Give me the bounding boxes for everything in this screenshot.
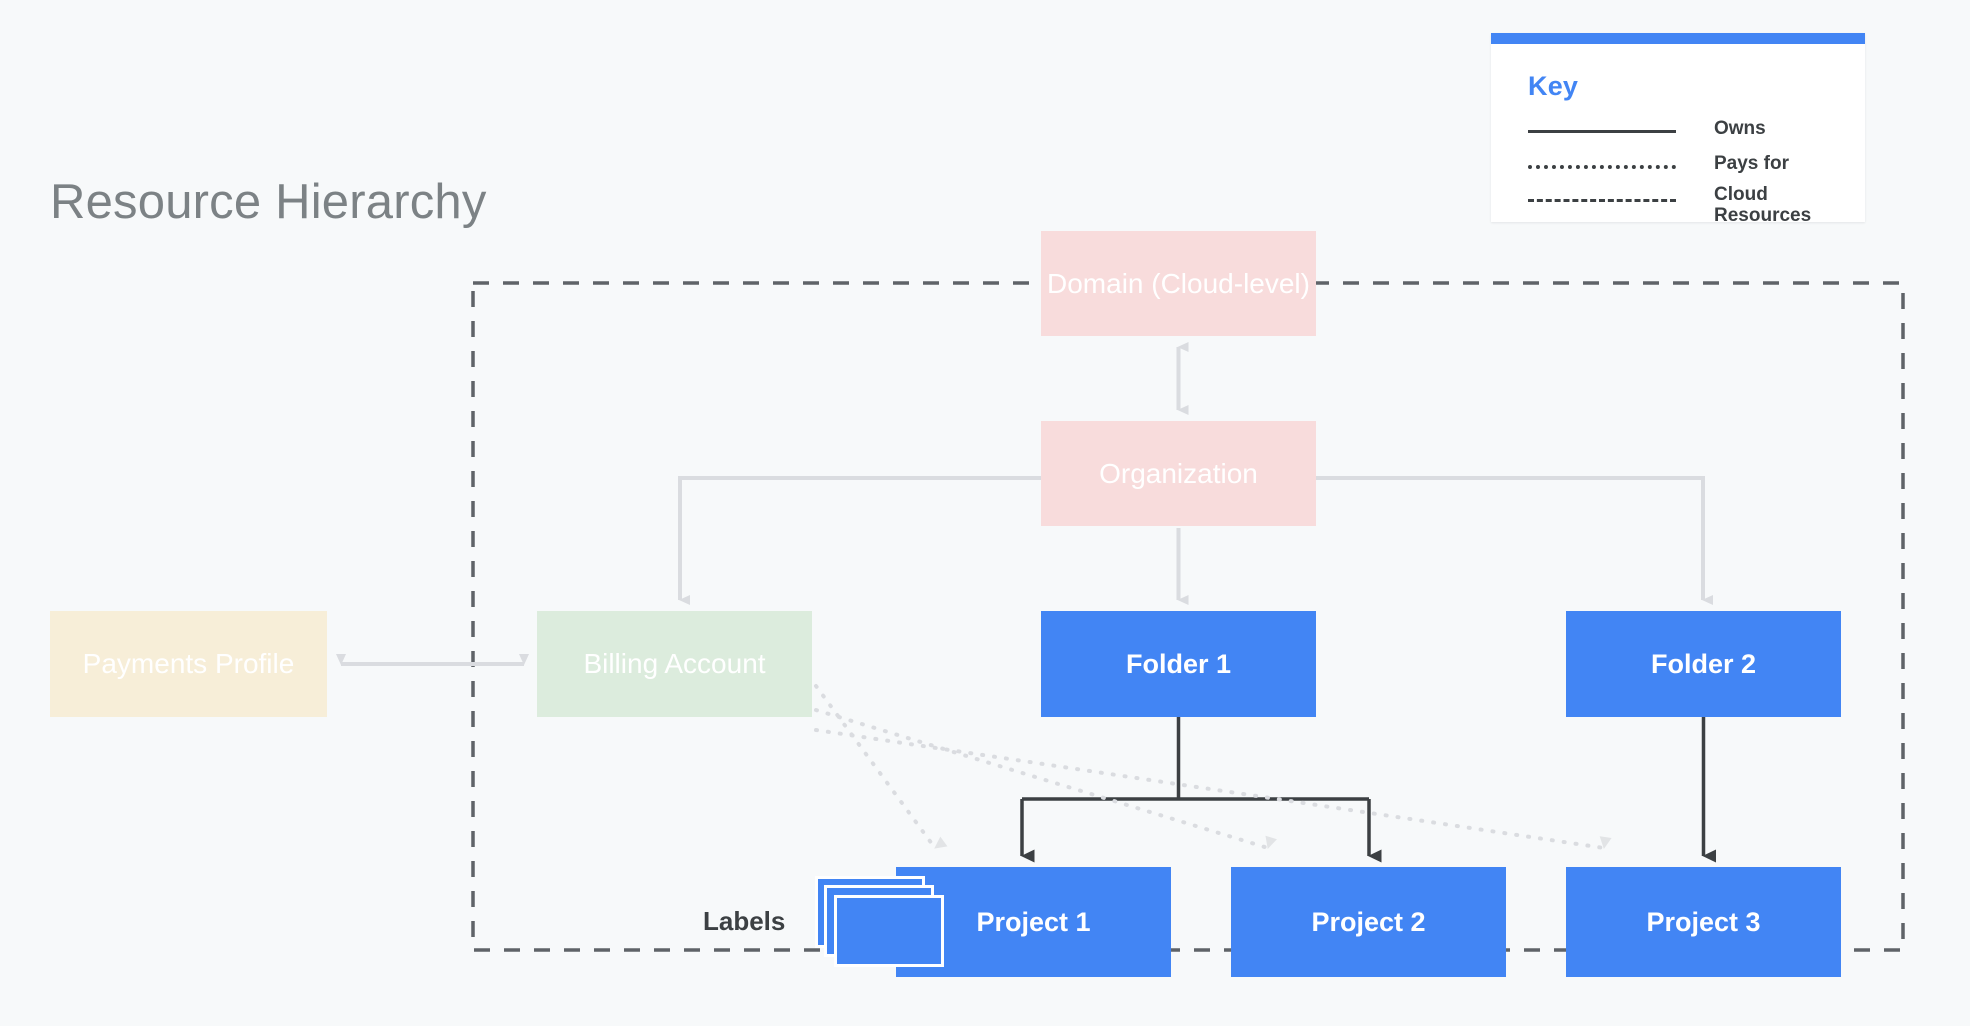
- edge-billing-project1: [814, 684, 948, 850]
- node-project-2[interactable]: Project 2: [1231, 867, 1506, 977]
- key-accent-bar: [1491, 33, 1865, 44]
- stacked-cards-icon: [815, 876, 950, 976]
- edge-organization-folder2: [1316, 476, 1713, 605]
- edge-billing-project2: [814, 708, 1277, 850]
- node-folder-2[interactable]: Folder 2: [1566, 611, 1841, 717]
- key-label-owns: Owns: [1714, 118, 1766, 139]
- key-row-cloud-resources: Cloud Resources: [1528, 184, 1848, 226]
- page-title: Resource Hierarchy: [50, 175, 487, 229]
- key-legend-card: Key Owns Pays for Cloud Resources: [1491, 33, 1865, 226]
- stacked-card-front: [834, 895, 944, 967]
- dotted-line-sample: [1528, 165, 1676, 169]
- key-title: Key: [1528, 71, 1579, 101]
- node-billing-account[interactable]: Billing Account: [537, 611, 812, 717]
- dashed-line-sample: [1528, 199, 1676, 202]
- edge-folder1-branch: [1022, 717, 1369, 801]
- node-payments-profile[interactable]: Payments Profile: [50, 611, 327, 717]
- node-domain[interactable]: Domain (Cloud-level): [1041, 231, 1316, 336]
- key-row-owns: Owns: [1528, 118, 1848, 148]
- key-row-pays-for: Pays for: [1528, 153, 1848, 183]
- edge-organization-billing: [678, 476, 1041, 605]
- key-label-pays-for: Pays for: [1714, 153, 1789, 174]
- node-project-3[interactable]: Project 3: [1566, 867, 1841, 977]
- key-label-cloud-resources: Cloud Resources: [1714, 184, 1812, 227]
- edge-billing-project3: [814, 728, 1612, 850]
- node-organization[interactable]: Organization: [1041, 421, 1316, 526]
- labels-caption: Labels: [703, 906, 786, 936]
- node-folder-1[interactable]: Folder 1: [1041, 611, 1316, 717]
- solid-line-sample: [1528, 130, 1676, 133]
